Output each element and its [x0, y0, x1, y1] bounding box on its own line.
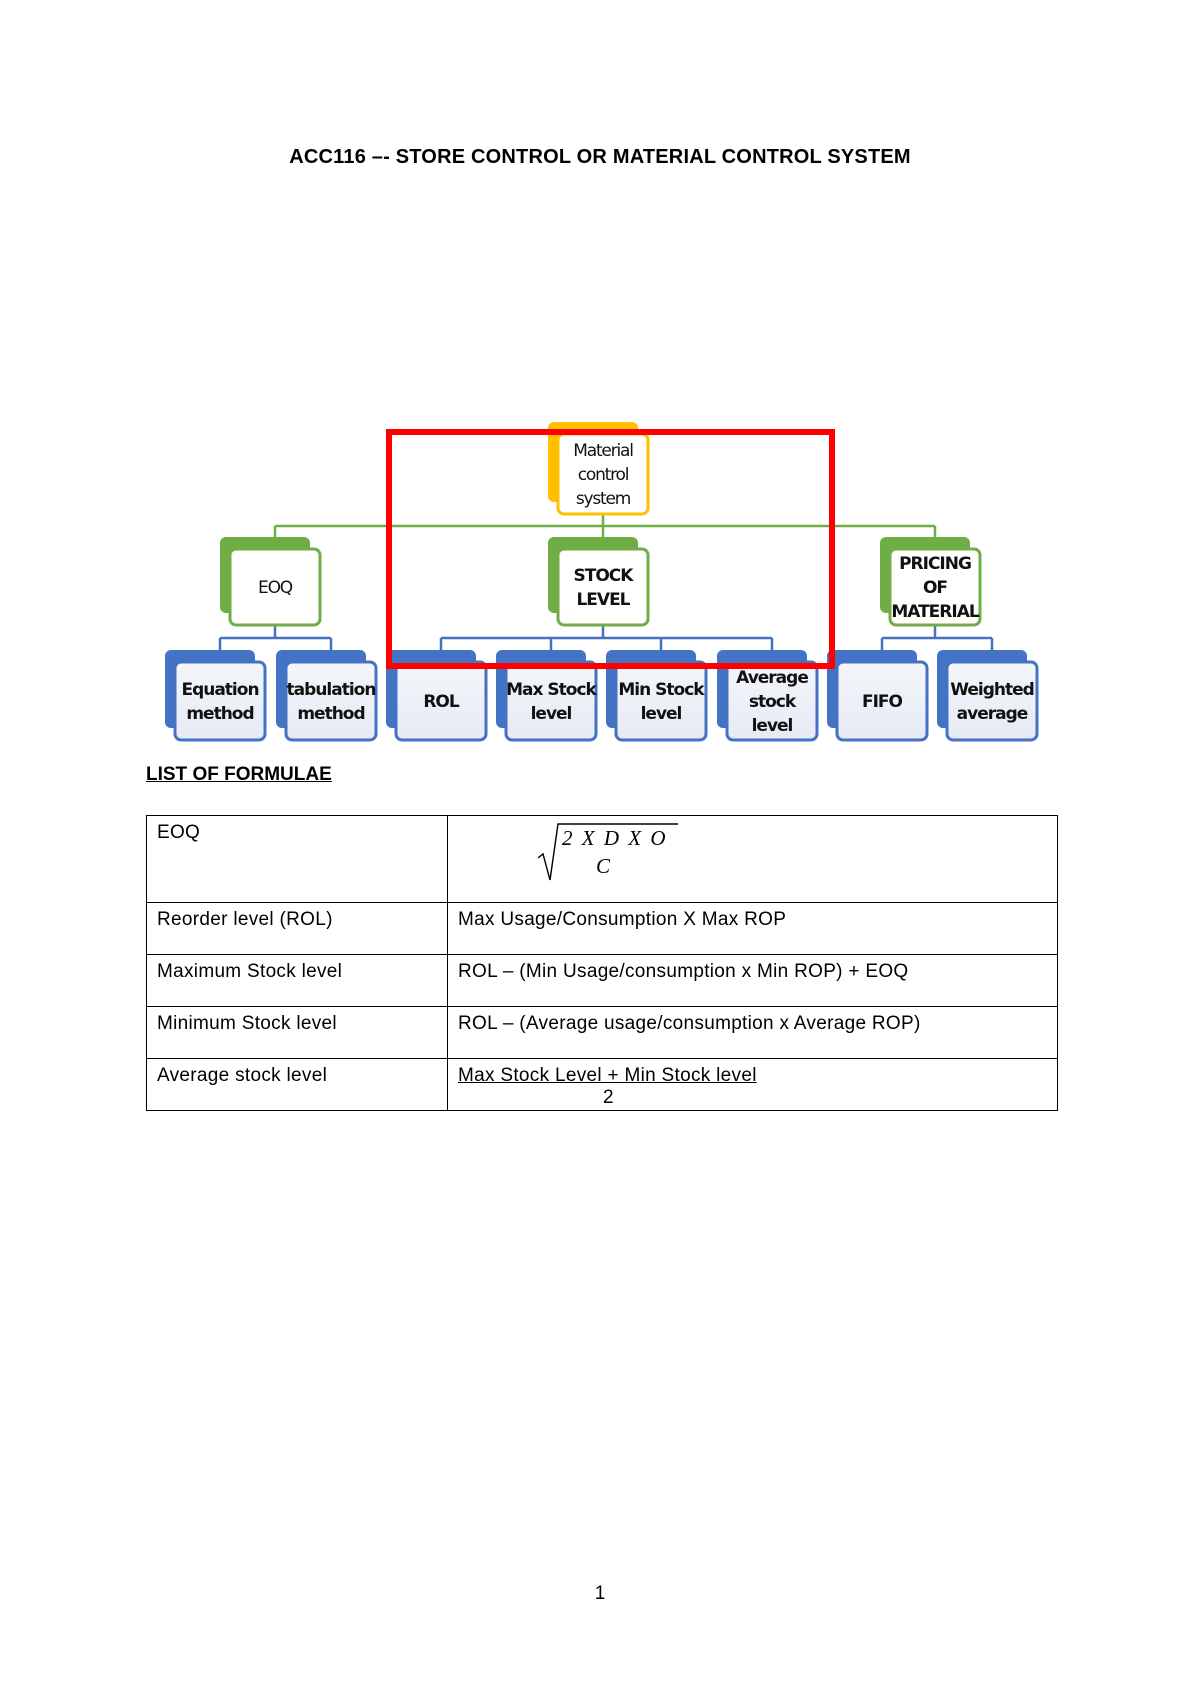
formula-label: Reorder level (ROL) [146, 902, 448, 955]
leaf-node-label: ROL [423, 692, 460, 712]
leaf-node: ROL [386, 650, 488, 742]
formulae-heading: LIST OF FORMULAE [146, 764, 332, 785]
leaf-node-label: Average [736, 668, 808, 688]
formula-value: ROL – (Average usage/consumption x Avera… [447, 1006, 1058, 1059]
branch-node-label: EOQ [258, 578, 293, 598]
branch-node-label: PRICING [899, 554, 971, 574]
eoq-formula: 2 X D X O C [447, 815, 1058, 903]
root-node: Material control system [548, 422, 650, 516]
leaf-node-label: Equation [181, 680, 258, 700]
average-numerator: Max Stock Level + Min Stock level [458, 1065, 757, 1086]
leaf-node: Equation method [165, 650, 267, 742]
org-chart: MaterialcontrolsystemEOQEquationmethodta… [165, 422, 1039, 742]
leaf-node-label: level [531, 704, 572, 724]
formula-label: Minimum Stock level [146, 1006, 448, 1059]
leaf-node-card [614, 660, 708, 742]
leaf-node: Weighted average [937, 650, 1039, 742]
branch-node-label: STOCK [574, 566, 635, 586]
branch-node-card [228, 547, 322, 627]
leaf-node-card [835, 660, 929, 742]
formula-value: ROL – (Min Usage/consumption x Min ROP) … [447, 954, 1058, 1007]
table-row: Maximum Stock level ROL – (Min Usage/con… [146, 954, 1058, 1007]
leaf-node: Max Stock level [496, 650, 599, 742]
leaf-node-label: method [297, 704, 364, 724]
document-title: ACC116 –- STORE CONTROL OR MATERIAL CONT… [289, 146, 911, 168]
leaf-node: Average stock level [717, 650, 819, 742]
branch-node-label: LEVEL [576, 590, 630, 610]
branch-node: STOCK LEVEL [548, 537, 650, 627]
leaf-node-label: Min Stock [618, 680, 705, 700]
leaf-node: Min Stock level [606, 650, 708, 742]
leaf-node-card [173, 660, 267, 742]
table-row: EOQ 2 X D X O C [146, 815, 1058, 903]
average-formula: Max Stock Level + Min Stock level 2 [447, 1058, 1058, 1111]
leaf-node-card [284, 660, 378, 742]
branch-node-card [888, 547, 982, 627]
leaf-node-card [945, 660, 1039, 742]
page-number: 1 [594, 1583, 606, 1604]
table-row: Reorder level (ROL) Max Usage/Consumptio… [146, 902, 1058, 955]
formula-label: EOQ [146, 815, 448, 903]
leaf-node-card [725, 660, 819, 742]
table-row: Average stock level Max Stock Level + Mi… [146, 1058, 1058, 1111]
leaf-node-label: FIFO [862, 692, 903, 712]
square-root-symbol [538, 823, 678, 881]
leaf-node-label: tabulation [287, 680, 376, 700]
branch-node-label: MATERIAL [891, 602, 980, 622]
leaf-node-label: Weighted [950, 680, 1034, 700]
branch-node-card [556, 547, 650, 627]
average-denominator: 2 [603, 1087, 614, 1108]
leaf-node-label: stock [749, 692, 797, 712]
leaf-node-card [394, 660, 488, 742]
eoq-numerator: 2 X D X O [562, 826, 668, 850]
branch-node: EOQ [220, 537, 322, 627]
leaf-node: tabulation method [276, 650, 378, 742]
eoq-denominator: C [596, 854, 611, 878]
leaf-node-label: method [186, 704, 253, 724]
leaf-node-card [504, 660, 598, 742]
root-node-label: system [576, 489, 631, 509]
leaf-node-label: level [752, 716, 793, 736]
formula-label: Average stock level [146, 1058, 448, 1111]
leaf-node-label: average [957, 704, 1028, 724]
formula-label: Maximum Stock level [146, 954, 448, 1007]
branch-node-label: OF [923, 578, 947, 598]
branch-node: PRICING OF MATERIAL [880, 537, 982, 627]
formulae-table: EOQ 2 X D X O C Reorder level (ROL) Max … [146, 815, 1058, 1111]
root-node-label: Material [573, 441, 633, 461]
highlight-rectangle [386, 429, 835, 669]
table-row: Minimum Stock level ROL – (Average usage… [146, 1006, 1058, 1059]
leaf-node-label: level [641, 704, 682, 724]
formula-value: Max Usage/Consumption X Max ROP [447, 902, 1058, 955]
root-node-label: control [578, 465, 629, 485]
leaf-node-label: Max Stock [506, 680, 597, 700]
connector-lines [218, 514, 994, 650]
leaf-node: FIFO [827, 650, 929, 742]
